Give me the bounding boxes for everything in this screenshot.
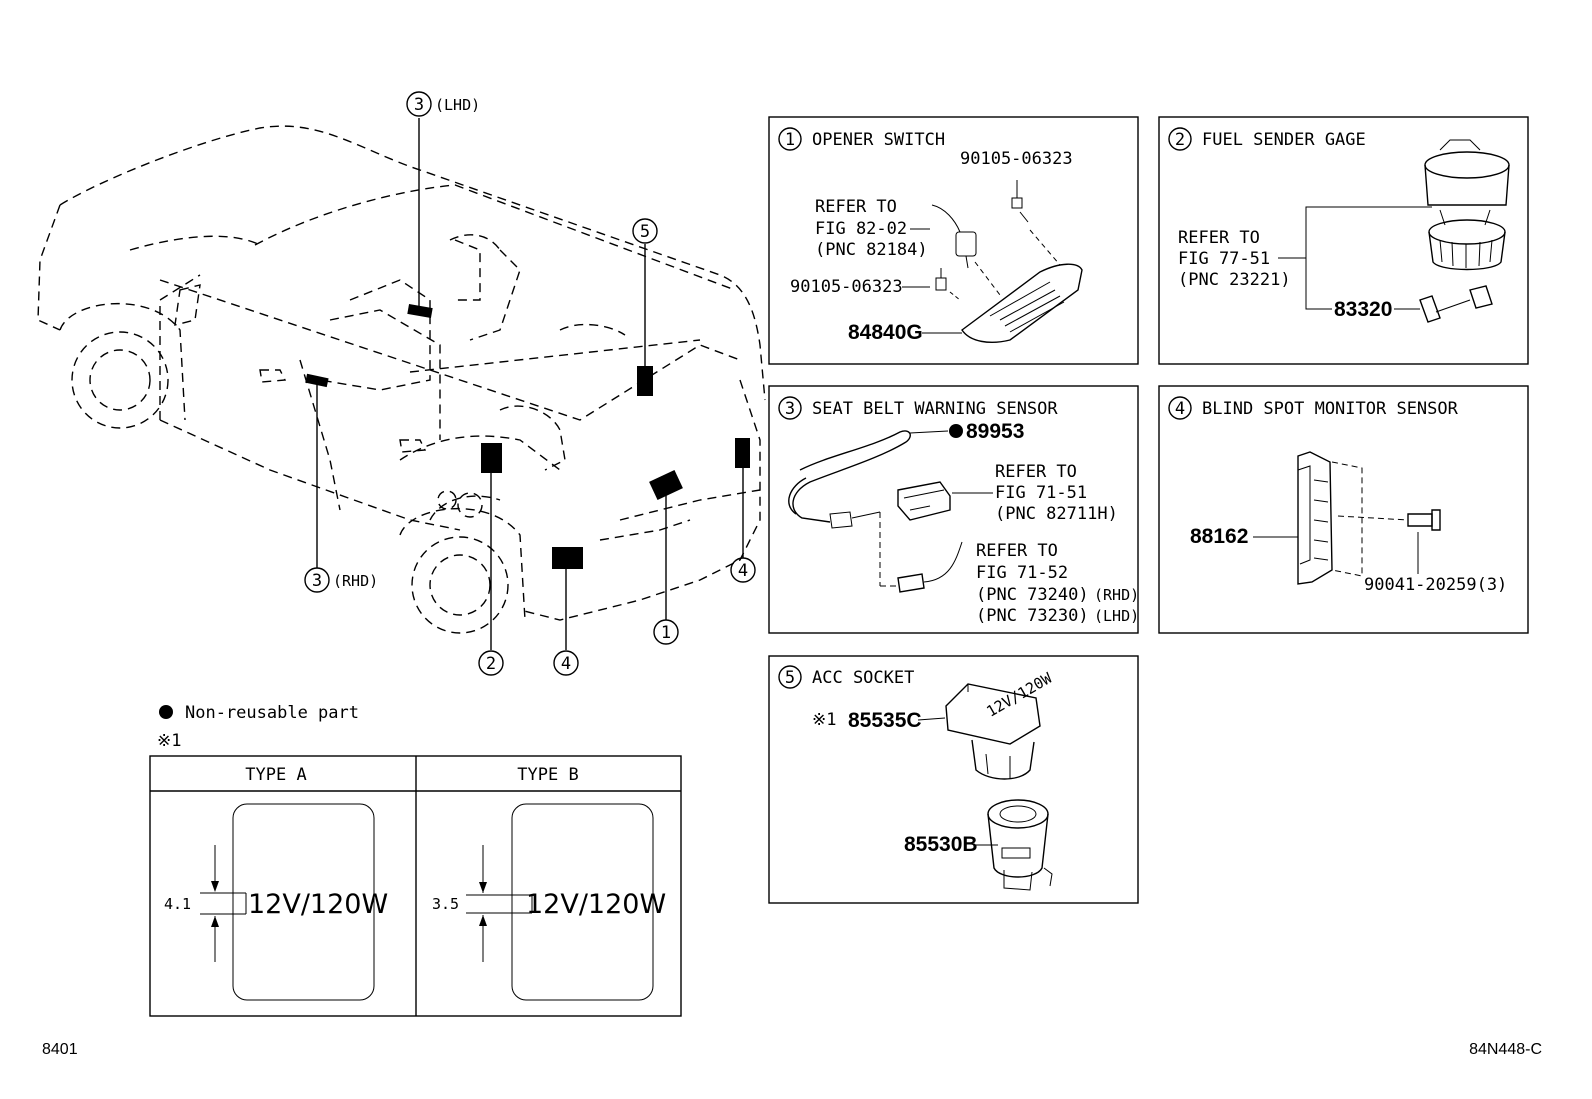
- footer-left-code: 8401: [42, 1041, 78, 1058]
- type-b-header: TYPE B: [517, 765, 578, 785]
- svg-text:5: 5: [785, 668, 795, 688]
- svg-text:FIG 82-02: FIG 82-02: [815, 219, 907, 239]
- svg-text:12V/120W: 12V/120W: [248, 889, 388, 920]
- non-reusable-bullet-icon: [949, 424, 963, 438]
- svg-text:4: 4: [561, 654, 571, 674]
- marker-fuel-sender-gage: [481, 443, 502, 473]
- svg-text:※1: ※1: [812, 710, 836, 730]
- svg-text:SEAT BELT WARNING SENSOR: SEAT BELT WARNING SENSOR: [812, 399, 1058, 419]
- svg-text:2: 2: [1175, 130, 1185, 150]
- panel-acc-socket: 5 ACC SOCKET ※1 85535C 85530B 12V/120W: [768, 655, 1139, 904]
- svg-text:(PNC 82184): (PNC 82184): [815, 240, 928, 260]
- svg-text:1: 1: [661, 623, 671, 643]
- marker-opener-switch: [649, 470, 683, 500]
- screw-left-label: 90105-06323: [790, 277, 903, 297]
- acc-socket-cap-part: 85535C: [848, 709, 922, 732]
- vehicle-illustration: [37, 118, 766, 650]
- callout-3-lhd: 3 (LHD): [406, 91, 480, 117]
- callout-4-left: 4: [553, 650, 579, 676]
- svg-text:FIG 71-51: FIG 71-51: [995, 483, 1087, 503]
- svg-text:(RHD): (RHD): [1094, 586, 1139, 604]
- bsm-bolt-label: 90041-20259(3): [1364, 575, 1507, 595]
- svg-text:※1: ※1: [157, 731, 181, 751]
- svg-text:5: 5: [640, 222, 650, 242]
- svg-text:FIG 77-51: FIG 77-51: [1178, 249, 1270, 269]
- non-reusable-bullet-icon: [159, 705, 173, 719]
- svg-text:(PNC 73240): (PNC 73240): [976, 585, 1089, 605]
- svg-text:REFER TO: REFER TO: [995, 462, 1077, 482]
- callout-1: 1: [653, 619, 679, 645]
- svg-text:4: 4: [738, 561, 748, 581]
- callout-5: 5: [632, 218, 658, 244]
- panel-seat-belt-warning-sensor: 3 SEAT BELT WARNING SENSOR 89953 REFER T…: [768, 385, 1139, 634]
- svg-text:FUEL SENDER GAGE: FUEL SENDER GAGE: [1202, 130, 1366, 150]
- svg-text:BLIND SPOT MONITOR SENSOR: BLIND SPOT MONITOR SENSOR: [1202, 399, 1459, 419]
- svg-text:(PNC 82711H): (PNC 82711H): [995, 504, 1118, 524]
- footer-right-code: 84N448-C: [1469, 1041, 1542, 1058]
- screw-top-label: 90105-06323: [960, 149, 1073, 169]
- svg-text:(PNC 73230): (PNC 73230): [976, 606, 1089, 626]
- opener-switch-part: 84840G: [848, 321, 923, 344]
- svg-text:3: 3: [785, 399, 795, 419]
- marker-acc-socket: [637, 366, 653, 396]
- svg-text:4: 4: [1175, 399, 1185, 419]
- svg-text:12V/120W: 12V/120W: [526, 889, 666, 920]
- seat-belt-sensor-part: 89953: [966, 420, 1024, 443]
- panel-opener-switch: 1 OPENER SWITCH 90105-06323 REFER TO FIG…: [768, 116, 1139, 365]
- callout-4-right: 4: [730, 557, 756, 583]
- svg-text:2: 2: [486, 654, 496, 674]
- svg-text:3: 3: [414, 95, 424, 115]
- svg-text:3: 3: [312, 571, 322, 591]
- svg-text:(LHD): (LHD): [1094, 607, 1139, 625]
- panel-fuel-sender-gage: 2 FUEL SENDER GAGE REFER TO FIG 77-51 (P…: [1158, 116, 1529, 365]
- svg-text:(PNC 23221): (PNC 23221): [1178, 270, 1291, 290]
- svg-text:ACC SOCKET: ACC SOCKET: [812, 668, 914, 688]
- callout-2: 2: [478, 650, 504, 676]
- marker-bsm-sensor-right: [735, 438, 750, 468]
- callout-3-rhd: 3 (RHD): [304, 567, 378, 593]
- socket-type-table: TYPE A TYPE B 4.1 12V/120W 3.5 12V/120W: [149, 755, 682, 1017]
- type-a-header: TYPE A: [245, 765, 306, 785]
- svg-text:4.1: 4.1: [164, 895, 191, 913]
- marker-seat-belt-sensor-lhd: [407, 303, 433, 319]
- svg-text:REFER TO: REFER TO: [1178, 228, 1260, 248]
- svg-text:(LHD): (LHD): [435, 96, 480, 114]
- svg-text:FIG 71-52: FIG 71-52: [976, 563, 1068, 583]
- fuel-sender-part: 83320: [1334, 298, 1392, 321]
- svg-text:(RHD): (RHD): [333, 572, 378, 590]
- svg-text:Non-reusable part: Non-reusable part: [185, 703, 359, 723]
- legend: Non-reusable part ※1: [157, 703, 359, 751]
- svg-text:1: 1: [785, 130, 795, 150]
- svg-text:REFER TO: REFER TO: [976, 541, 1058, 561]
- svg-text:3.5: 3.5: [432, 895, 459, 913]
- bsm-sensor-part: 88162: [1190, 525, 1248, 548]
- svg-text:OPENER SWITCH: OPENER SWITCH: [812, 130, 945, 150]
- marker-bsm-sensor-left: [552, 547, 583, 569]
- svg-text:12V/120W: 12V/120W: [983, 669, 1055, 721]
- marker-seat-belt-sensor-rhd: [305, 373, 329, 388]
- svg-text:REFER TO: REFER TO: [815, 197, 897, 217]
- panel-blind-spot-monitor-sensor: 4 BLIND SPOT MONITOR SENSOR 88162 90041-…: [1158, 385, 1529, 634]
- acc-socket-body-part: 85530B: [904, 833, 978, 856]
